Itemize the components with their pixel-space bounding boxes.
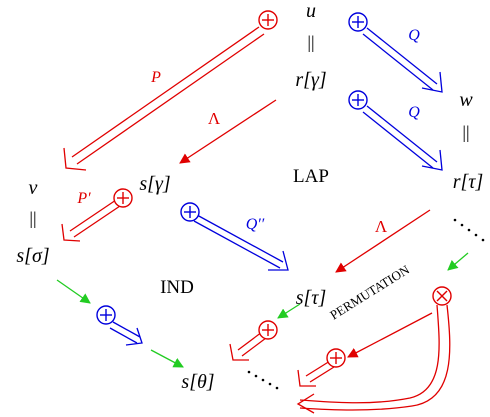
node-v-eq: || [29, 208, 36, 228]
circled-plus-icon [348, 12, 368, 32]
node-r-gamma: r[γ] [295, 69, 326, 91]
label-Lambda-right: Λ [375, 217, 388, 236]
region-permutation: PERMUTATION [327, 261, 412, 322]
node-r-tau: r[τ] [453, 171, 484, 193]
node-s-theta: s[θ] [181, 371, 214, 393]
arrow-otimes-to-plus [347, 312, 433, 358]
label-Lambda-top: Λ [208, 109, 221, 128]
label-P-prime: P′ [76, 190, 91, 207]
label-Q-mid: Q [408, 104, 420, 121]
arrow-Q-top [362, 27, 443, 93]
node-v: v [29, 177, 38, 199]
label-P: P [150, 69, 161, 86]
node-u-eq: || [307, 32, 314, 52]
node-s-sigma: s[σ] [16, 245, 49, 267]
circled-plus-icon [180, 202, 200, 222]
node-s-gamma: s[γ] [139, 173, 170, 195]
green-arrows [56, 252, 469, 368]
arrow-Lambda-top [179, 99, 277, 164]
circled-plus-icon [258, 320, 278, 340]
node-u: u [306, 0, 316, 22]
label-Q-double-prime: Q′′ [246, 216, 265, 233]
region-IND: IND [160, 277, 194, 298]
region-LAP: LAP [293, 166, 329, 187]
arrow-Q-double-prime [193, 214, 289, 271]
node-w-eq: || [462, 122, 469, 142]
circled-plus-icon [113, 188, 133, 208]
arrow-red-to-theta-2 [297, 360, 335, 387]
node-s-tau: s[τ] [296, 287, 327, 309]
arrow-Lambda-right [335, 209, 431, 273]
dotted-lines [247, 218, 485, 390]
circled-plus-icon [348, 90, 368, 110]
circled-plus-icon [326, 348, 346, 368]
arrow-Q-mid [362, 105, 443, 171]
arrow-P-prime [61, 199, 121, 242]
circled-plus-icon [96, 305, 116, 325]
circled-times-icon [432, 286, 452, 306]
label-Q-top: Q [408, 27, 420, 44]
node-w: w [459, 89, 473, 111]
arrow-plus-small [109, 321, 143, 346]
arrow-P [63, 26, 265, 171]
circled-plus-icon [258, 10, 278, 30]
arrow-red-to-theta-1 [229, 331, 267, 361]
arrow-permutation-curve [296, 304, 451, 414]
